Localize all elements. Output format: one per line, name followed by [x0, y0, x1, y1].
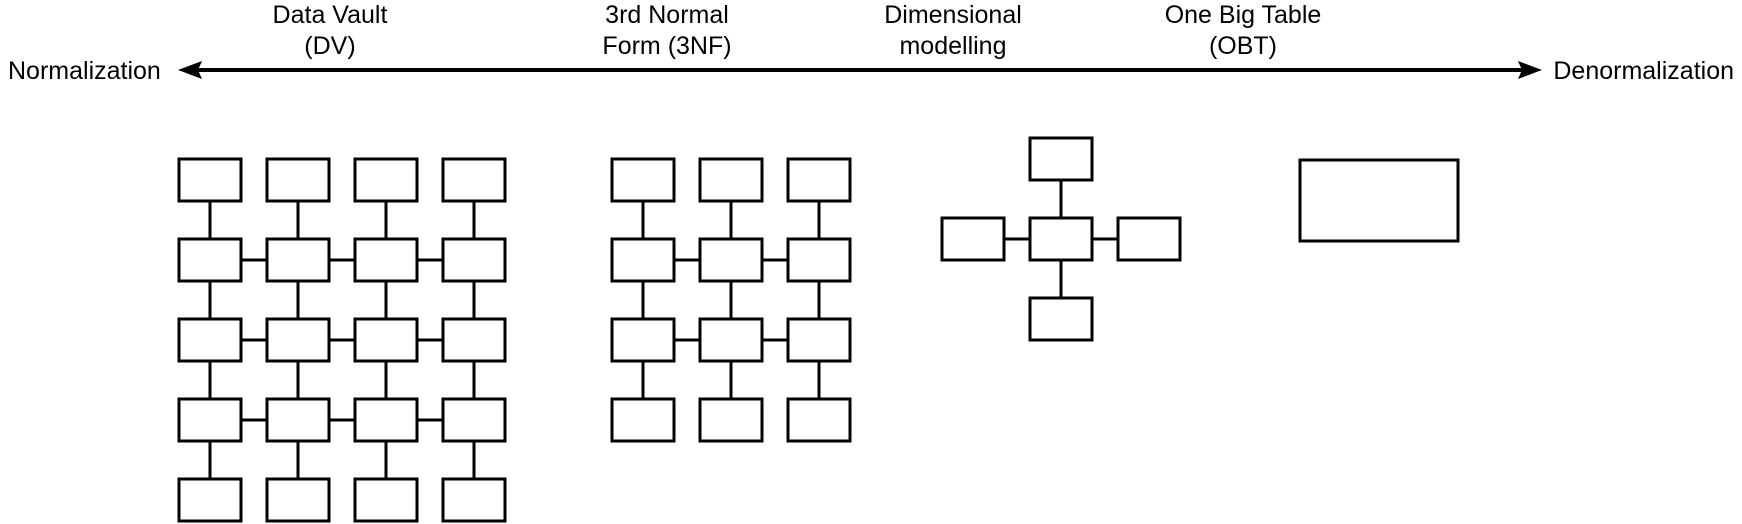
- column-label-3nf-line2: Form (3NF): [602, 32, 731, 60]
- column-label-3nf-line1: 3rd Normal: [605, 1, 729, 29]
- schema-data-vault: [177, 157, 507, 523]
- column-label-dimensional-line2: modelling: [899, 32, 1006, 60]
- column-labels: Data Vault (DV) 3rd Normal Form (3NF) Di…: [273, 1, 1322, 60]
- schema-node-box: [441, 157, 507, 203]
- schema-node-box: [698, 237, 764, 283]
- schema-node-box: [441, 397, 507, 443]
- schema-node-box: [265, 317, 331, 363]
- schema-node-box: [177, 397, 243, 443]
- column-label-dimensional-line1: Dimensional: [884, 1, 1022, 29]
- schema-node-box: [786, 317, 852, 363]
- schema-node-box: [177, 237, 243, 283]
- schema-node-box: [353, 237, 419, 283]
- schema-node-box-center: [1028, 216, 1094, 262]
- schema-node-box: [441, 237, 507, 283]
- schema-node-box-one-big-table: [1298, 158, 1460, 243]
- schema-node-box: [265, 237, 331, 283]
- schema-dimensional-modelling: [940, 136, 1182, 342]
- schema-node-box: [698, 397, 764, 443]
- schema-one-big-table: [1298, 158, 1460, 243]
- schema-node-box: [265, 397, 331, 443]
- arrow-right-icon: [1518, 61, 1542, 79]
- arrow-left-icon: [178, 61, 202, 79]
- schema-node-box: [610, 317, 676, 363]
- axis-label-denormalization: Denormalization: [1553, 57, 1734, 85]
- schema-node-box: [786, 397, 852, 443]
- schema-node-box-left: [940, 216, 1006, 262]
- schema-node-box: [353, 477, 419, 523]
- schema-node-box: [353, 397, 419, 443]
- column-label-data-vault-line2: (DV): [304, 32, 355, 60]
- schema-node-box-bottom: [1028, 296, 1094, 342]
- column-label-obt-line2: (OBT): [1209, 32, 1277, 60]
- schema-node-box: [177, 317, 243, 363]
- schema-node-box: [353, 317, 419, 363]
- schema-node-box: [353, 157, 419, 203]
- schema-node-box: [698, 157, 764, 203]
- schema-node-box: [698, 317, 764, 363]
- schema-node-box: [265, 157, 331, 203]
- schema-node-box: [441, 477, 507, 523]
- schema-node-box: [441, 317, 507, 363]
- axis-label-normalization: Normalization: [8, 57, 161, 85]
- spectrum-axis: Normalization Denormalization: [8, 57, 1734, 85]
- schema-node-box: [786, 237, 852, 283]
- schema-node-box: [265, 477, 331, 523]
- schema-node-box: [610, 397, 676, 443]
- schema-node-box: [610, 157, 676, 203]
- schema-third-normal-form: [610, 157, 852, 443]
- schema-layer: [177, 136, 1460, 523]
- schema-node-box: [786, 157, 852, 203]
- schema-node-box: [177, 477, 243, 523]
- schema-node-box: [610, 237, 676, 283]
- schema-node-box-top: [1028, 136, 1094, 182]
- column-label-data-vault-line1: Data Vault: [273, 1, 388, 29]
- schema-node-box: [177, 157, 243, 203]
- column-label-obt-line1: One Big Table: [1165, 1, 1322, 29]
- schema-node-box-right: [1116, 216, 1182, 262]
